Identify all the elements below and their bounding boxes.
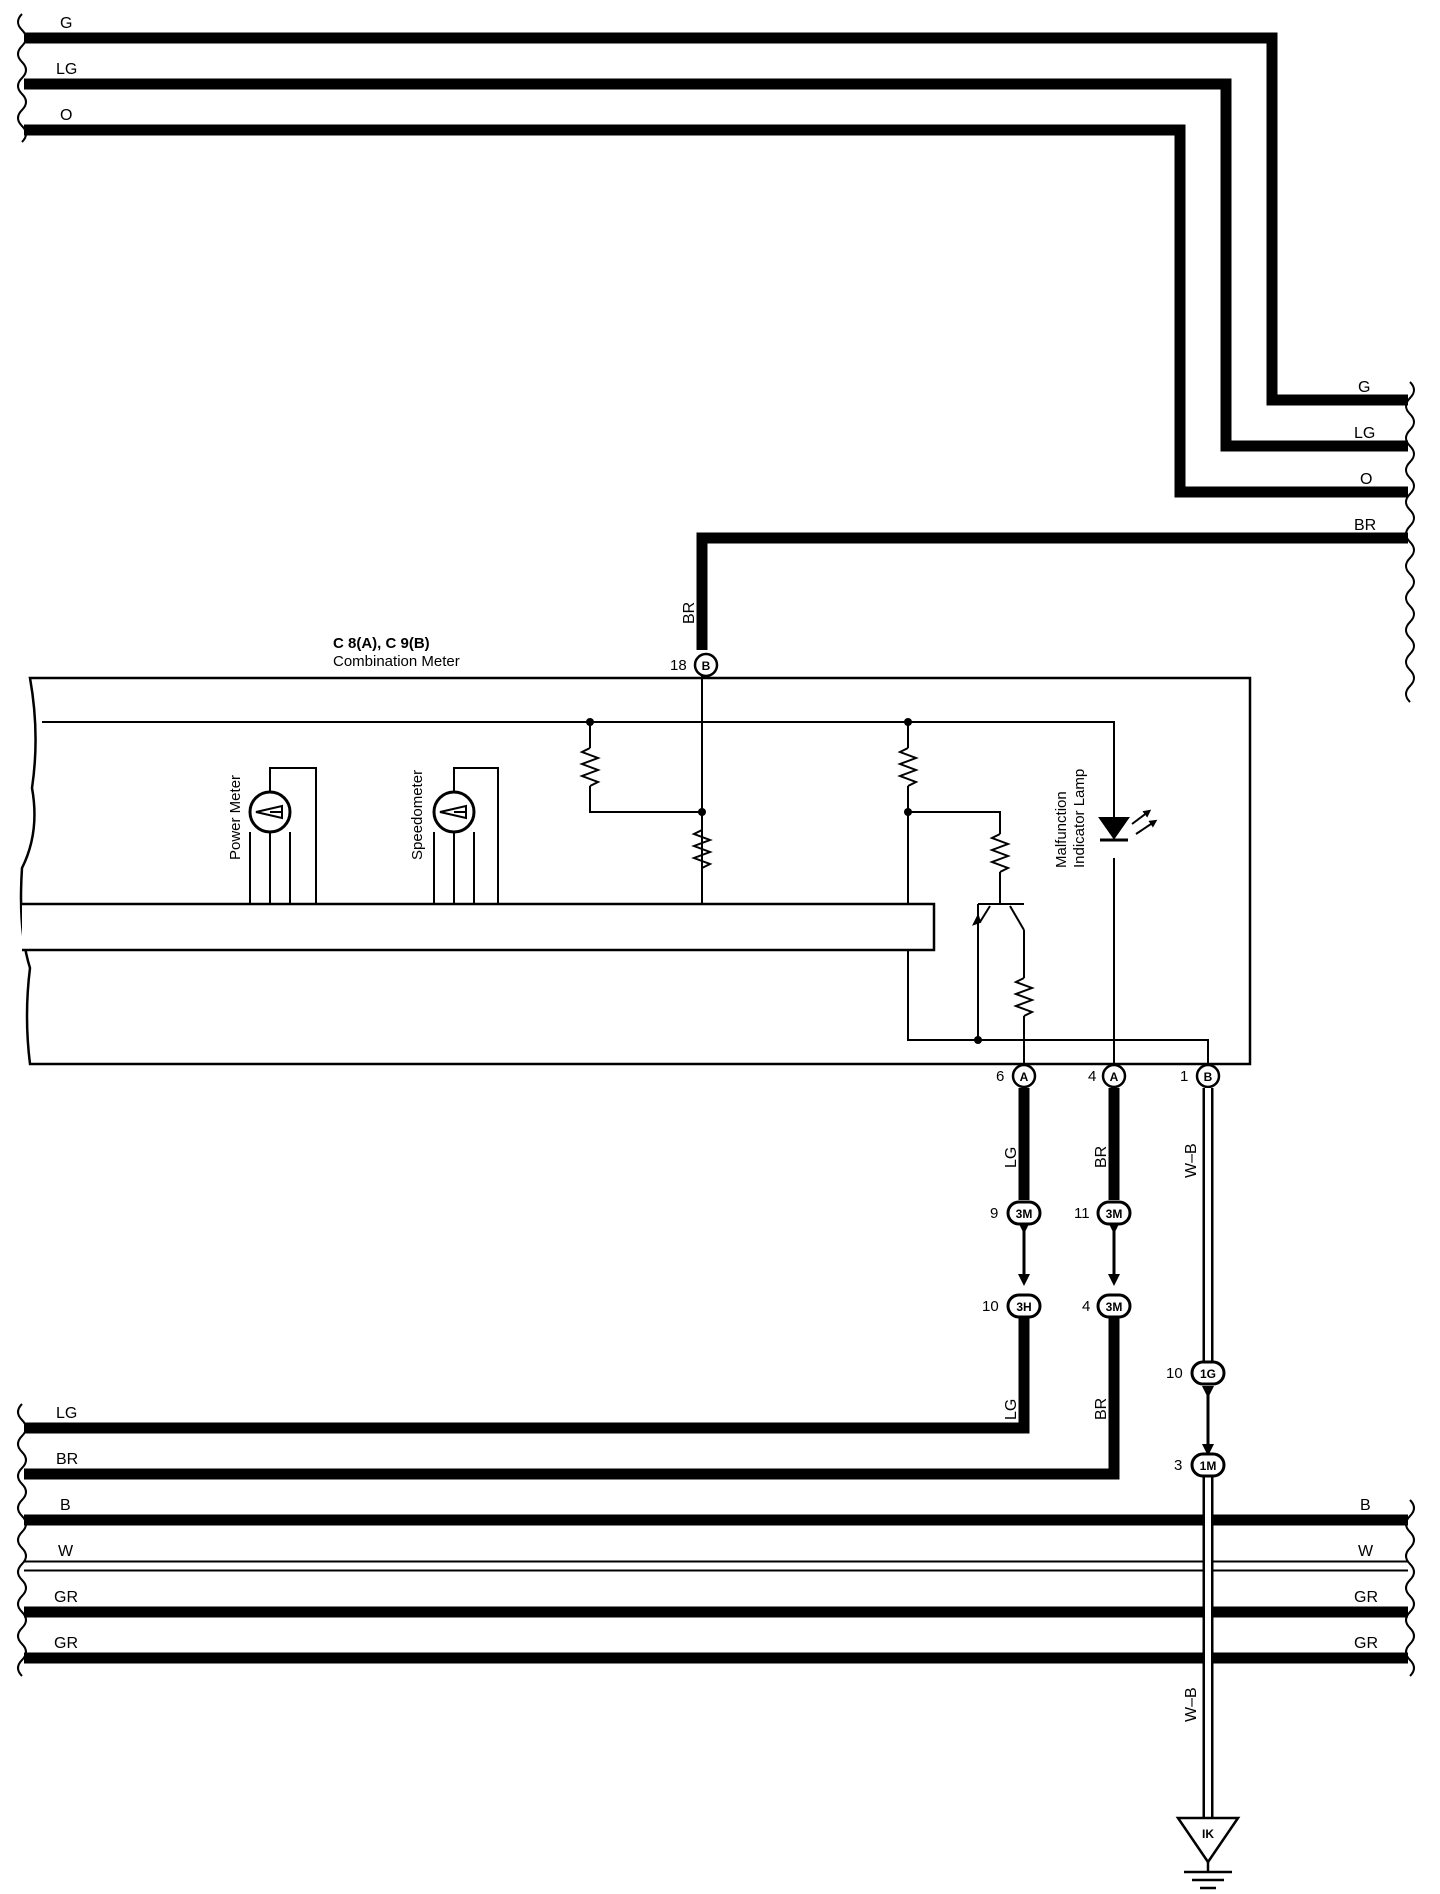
malfunction-lamp-label-2: Indicator Lamp: [1071, 769, 1088, 868]
label-bottom-right-gr-1: GR: [1354, 1589, 1378, 1606]
label-wb-vertical-1: W–B: [1183, 1143, 1200, 1178]
malfunction-lamp-led-icon: [1098, 809, 1158, 842]
pin-4-number: 4: [1088, 1068, 1096, 1085]
meter-inner-panel: [22, 902, 936, 952]
resistor-3: [897, 747, 919, 787]
meter-title: Combination Meter: [333, 653, 460, 670]
svg-text:3M: 3M: [1016, 1207, 1033, 1221]
label-top-left-g: G: [60, 15, 72, 32]
speedometer-gauge-icon: [432, 767, 499, 904]
svg-text:A: A: [1110, 1070, 1119, 1084]
junction-lg-upper-number: 9: [990, 1205, 998, 1222]
ground-label: IK: [1202, 1827, 1214, 1841]
label-bottom-left-br: BR: [56, 1451, 78, 1468]
label-top-right-br: BR: [1354, 517, 1376, 534]
pin-18-number: 18: [670, 657, 687, 674]
meter-connectors-label: C 8(A), C 9(B): [333, 635, 430, 652]
label-bottom-left-gr-2: GR: [54, 1635, 78, 1652]
svg-text:B: B: [1204, 1070, 1213, 1084]
connector-pin-4-a: A: [1101, 1063, 1127, 1089]
label-bottom-left-w: W: [58, 1543, 74, 1560]
junction-br-upper-number: 11: [1074, 1205, 1090, 1222]
label-lg-vertical-1: LG: [1003, 1147, 1020, 1168]
speedometer-label: Speedometer: [409, 770, 426, 860]
ground-point-ik: [1175, 1816, 1241, 1890]
svg-text:3H: 3H: [1016, 1300, 1031, 1314]
pin-6-number: 6: [996, 1068, 1004, 1085]
label-bottom-right-gr-2: GR: [1354, 1635, 1378, 1652]
svg-text:3M: 3M: [1106, 1207, 1123, 1221]
break-marks-top-right: [1405, 381, 1415, 703]
power-meter-gauge-icon: [248, 767, 317, 904]
svg-text:A: A: [1020, 1070, 1029, 1084]
break-marks-top-left: [17, 13, 27, 143]
wire-br-to-meter: [696, 532, 1408, 650]
resistor-1: [579, 747, 601, 787]
label-br-vertical-1: BR: [1093, 1146, 1110, 1168]
svg-text:B: B: [702, 659, 711, 673]
connector-1g: 1G: [1190, 1360, 1226, 1386]
junction-br-lower-number: 4: [1082, 1298, 1090, 1315]
label-top-right-lg: LG: [1354, 425, 1375, 442]
connector-pin-6-a: A: [1011, 1063, 1037, 1089]
label-bottom-left-b: B: [60, 1497, 71, 1514]
connector-3m-lg: 3M: [1006, 1200, 1042, 1226]
label-bottom-left-lg: LG: [56, 1405, 77, 1422]
break-marks-bottom-left: [17, 1403, 27, 1677]
connector-pin-18-b: B: [693, 652, 719, 678]
connector-3m-br-lower: 3M: [1096, 1293, 1132, 1319]
label-wb-vertical-2: W–B: [1183, 1687, 1200, 1722]
wire-br-vertical: [24, 1088, 1120, 1480]
junction-dots: [586, 718, 982, 1044]
label-lg-vertical-2: LG: [1003, 1399, 1020, 1420]
label-top-left-o: O: [60, 107, 72, 124]
combination-meter-box: [19, 676, 1252, 1066]
top-wire-g: [24, 32, 1408, 406]
malfunction-lamp-label-1: Malfunction: [1053, 791, 1070, 868]
label-br-vertical-2: BR: [1093, 1398, 1110, 1420]
junction-wb-upper-number: 10: [1166, 1365, 1183, 1382]
svg-text:1G: 1G: [1200, 1367, 1216, 1381]
junction-lg-lower-number: 10: [982, 1298, 999, 1315]
label-br-vertical: BR: [681, 602, 698, 624]
transistor: [972, 890, 1025, 1040]
label-bottom-right-w: W: [1358, 1543, 1374, 1560]
pin-1-number: 1: [1180, 1068, 1188, 1085]
junction-wb-lower-number: 3: [1174, 1457, 1182, 1474]
label-bottom-right-b: B: [1360, 1497, 1371, 1514]
top-wire-lg: [24, 78, 1408, 452]
label-top-left-lg: LG: [56, 61, 77, 78]
connector-1m: 1M: [1190, 1452, 1226, 1478]
connector-3m-br-upper: 3M: [1096, 1200, 1132, 1226]
svg-text:3M: 3M: [1106, 1300, 1123, 1314]
break-marks-bottom-right: [1405, 1499, 1415, 1677]
connector-pin-1-b: B: [1195, 1063, 1221, 1089]
label-bottom-left-gr-1: GR: [54, 1589, 78, 1606]
power-meter-label: Power Meter: [227, 775, 244, 860]
resistor-2: [691, 829, 713, 869]
wire-lg-vertical: [24, 1088, 1030, 1434]
label-top-right-o: O: [1360, 471, 1372, 488]
connector-3h-lg: 3H: [1006, 1293, 1042, 1319]
resistor-5: [1013, 977, 1035, 1017]
resistor-4: [989, 833, 1011, 873]
top-wire-o: [24, 124, 1408, 498]
label-top-right-g: G: [1358, 379, 1370, 396]
svg-text:1M: 1M: [1200, 1459, 1217, 1473]
